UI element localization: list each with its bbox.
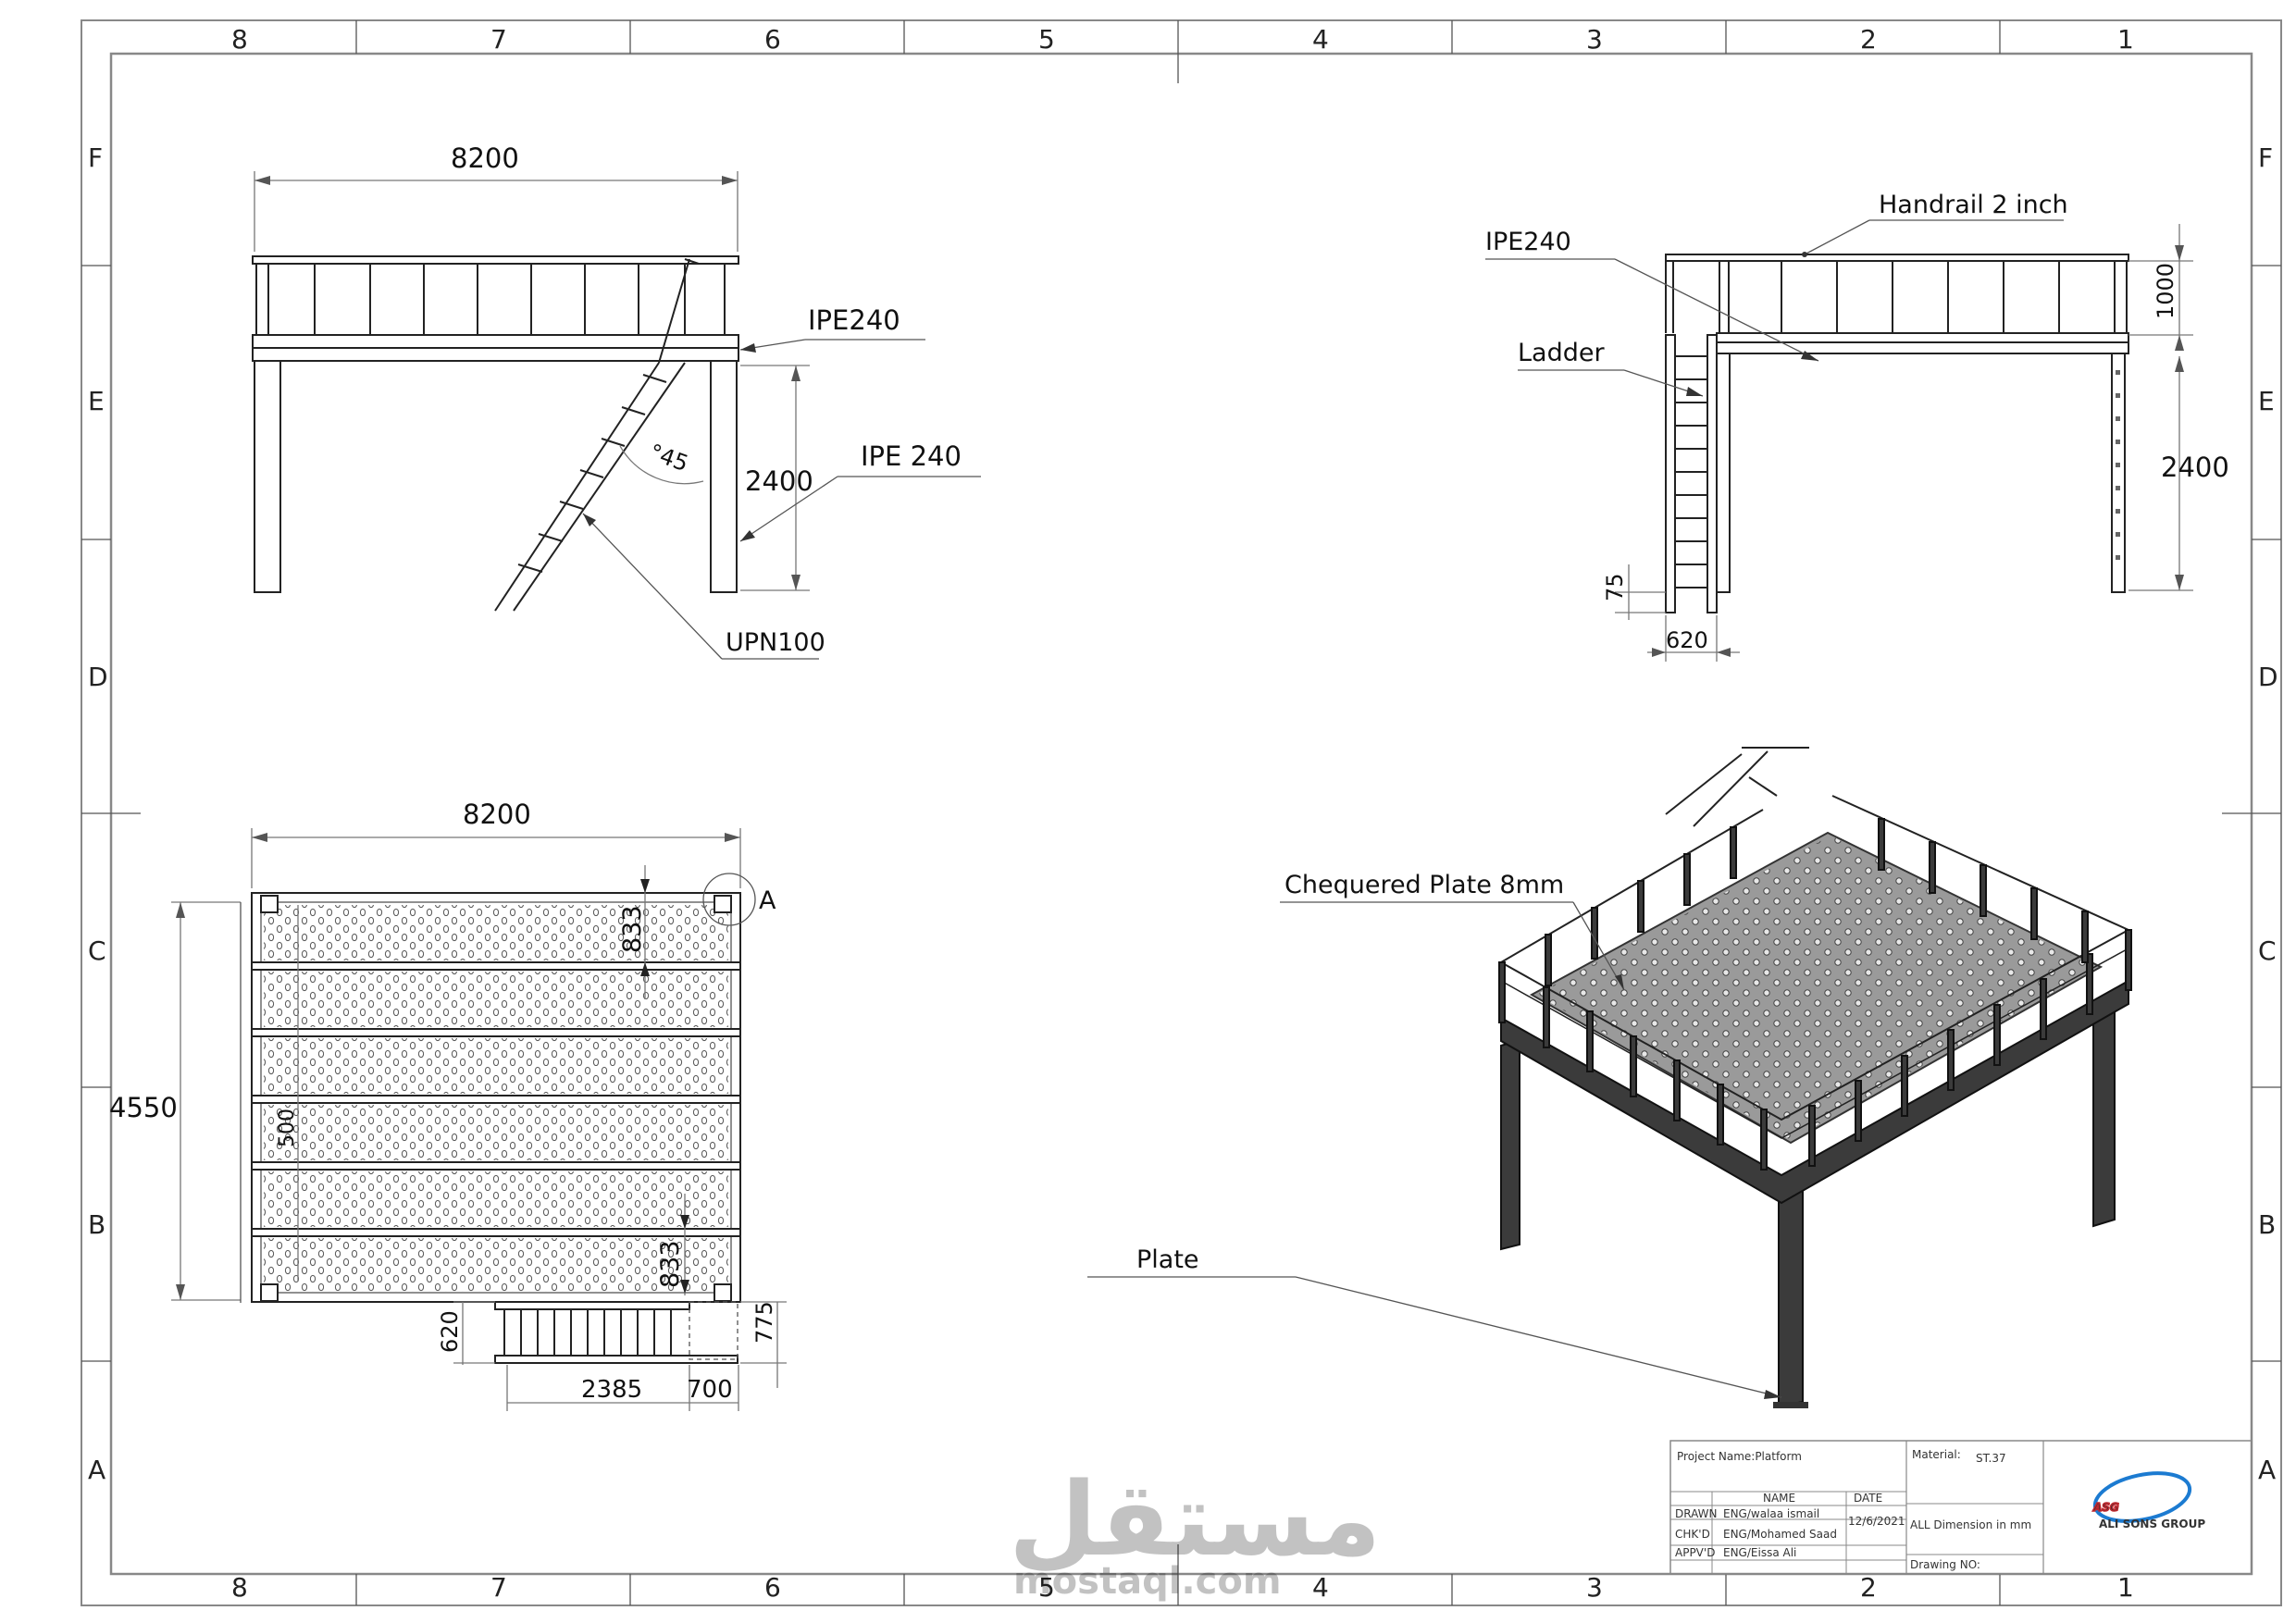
plan-stair-width-dim: 620 <box>437 1310 463 1353</box>
tb-project: Project Name:Platform <box>1677 1450 1802 1463</box>
front-stair-label: UPN100 <box>726 628 825 657</box>
row-label-c: C <box>88 935 106 966</box>
row-label-d: D <box>88 662 108 692</box>
tb-material-label: Material: <box>1912 1448 1961 1461</box>
col-label-3: 3 <box>1586 24 1603 55</box>
watermark-latin: mostaql.com <box>1013 1560 1282 1603</box>
row-label-e-right: E <box>2258 386 2275 416</box>
row-label-c-right: C <box>2258 935 2277 966</box>
row-label-b: B <box>88 1209 105 1240</box>
col-label-5-bottom: 5 <box>1038 1572 1055 1603</box>
iso-base-label: Plate <box>1136 1245 1199 1274</box>
col-label-2: 2 <box>1860 24 1877 55</box>
col-label-8-bottom: 8 <box>231 1572 248 1603</box>
watermark-arabic: مستقل <box>1009 1460 1381 1579</box>
plan-landing-depth-dim: 775 <box>751 1301 777 1344</box>
plan-detail-label: A <box>759 886 776 915</box>
row-label-f: F <box>88 142 103 173</box>
plan-stair-length-dim: 2385 <box>581 1376 642 1404</box>
col-label-7: 7 <box>490 24 507 55</box>
title-block: Project Name:Platform NAME DATE DRAWN EN… <box>1669 1440 2253 1575</box>
plan-width-dim: 8200 <box>463 799 531 830</box>
side-ladder <box>1665 334 1718 613</box>
tb-drawn-name: ENG/walaa ismail <box>1723 1507 1819 1520</box>
front-view: 8200 <box>252 142 981 660</box>
side-ladder-label: Ladder <box>1518 339 1605 367</box>
plan-depth-dim: 4550 <box>109 1092 178 1123</box>
tb-checked-label: CHK'D <box>1675 1528 1710 1541</box>
col-label-2-bottom: 2 <box>1860 1572 1877 1603</box>
side-ladder-width-dim: 620 <box>1666 627 1708 653</box>
sheet-border: 8 7 6 5 4 3 2 1 8 7 6 5 4 3 2 1 F E D C … <box>81 19 2282 1606</box>
tb-approved-label: APPV'D <box>1675 1546 1715 1559</box>
tb-approved-name: ENG/Eissa Ali <box>1723 1546 1796 1559</box>
front-beam-label: IPE240 <box>808 304 900 336</box>
iso-plate-label: Chequered Plate 8mm <box>1285 871 1564 899</box>
plan-inner-dim: 500 <box>276 1109 299 1147</box>
col-label-7-bottom: 7 <box>490 1572 507 1603</box>
row-label-e: E <box>88 386 105 416</box>
side-handrail-label: Handrail 2 inch <box>1879 191 2068 219</box>
plan-landing-dim: 700 <box>687 1376 733 1404</box>
col-label-4: 4 <box>1312 24 1329 55</box>
tb-drawing-no: Drawing NO: <box>1910 1558 1980 1571</box>
plan-bottom-gap-dim: 833 <box>656 1240 685 1288</box>
tb-checked-name: ENG/Mohamed Saad <box>1723 1528 1837 1541</box>
front-stair <box>494 258 700 612</box>
side-view: 1000 2400 75 620 Handrail 2 inch IPE240 … <box>1485 191 2229 662</box>
front-angle-label: °45 <box>646 439 692 477</box>
tb-material: ST.37 <box>1976 1452 2006 1465</box>
col-label-1-bottom: 1 <box>2117 1572 2134 1603</box>
tb-units-note: ALL Dimension in mm <box>1910 1518 2031 1531</box>
side-base-dim: 75 <box>1602 573 1628 601</box>
col-label-8: 8 <box>231 24 248 55</box>
col-label-5: 5 <box>1038 24 1055 55</box>
plan-view: 8200 4550 <box>109 799 787 1411</box>
col-label-6-bottom: 6 <box>764 1572 781 1603</box>
front-column-label: IPE 240 <box>861 440 962 472</box>
plan-top-gap-dim: 833 <box>618 905 647 953</box>
iso-view: Chequered Plate 8mm Plate <box>1087 747 2132 1408</box>
row-label-f-right: F <box>2258 142 2273 173</box>
side-beam-label: IPE240 <box>1485 228 1571 256</box>
front-height-dim: 2400 <box>745 465 813 497</box>
tb-date: 12/6/2021 <box>1848 1515 1905 1528</box>
front-width-dim: 8200 <box>451 142 519 174</box>
col-label-4-bottom: 4 <box>1312 1572 1329 1603</box>
col-label-6: 6 <box>764 24 781 55</box>
front-handrail-posts <box>255 264 726 335</box>
logo-text: ASG <box>2092 1501 2119 1514</box>
tb-name-header: NAME <box>1763 1492 1795 1505</box>
tb-date-header: DATE <box>1854 1492 1882 1505</box>
row-label-b-right: B <box>2258 1209 2276 1240</box>
col-label-3-bottom: 3 <box>1586 1572 1603 1603</box>
row-label-d-right: D <box>2258 662 2278 692</box>
row-label-a-right: A <box>2258 1455 2276 1485</box>
side-rail-height-dim: 1000 <box>2153 263 2178 319</box>
company-logo: ASG ALI SONS GROUP <box>2091 1471 2205 1530</box>
row-label-a: A <box>88 1455 105 1485</box>
col-label-1: 1 <box>2117 24 2134 55</box>
watermark: مستقل mostaql.com <box>1009 1460 1381 1603</box>
logo-sub: ALI SONS GROUP <box>2099 1518 2205 1530</box>
tb-drawn-label: DRAWN <box>1675 1507 1718 1520</box>
side-height-dim: 2400 <box>2161 452 2229 483</box>
